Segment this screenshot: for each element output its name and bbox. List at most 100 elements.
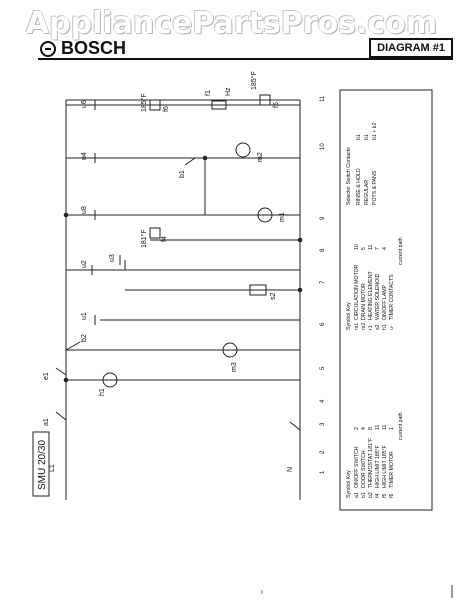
key2-name: ON/OFF LAMP (382, 284, 388, 320)
path-number: 1 (320, 470, 326, 474)
selector-mode: RINSE & HOLD (356, 168, 362, 205)
key2-path: 5 (361, 247, 367, 250)
path-number: 11 (320, 95, 326, 102)
path-number: 4 (320, 399, 326, 403)
selector-key-rows: RINSE & HOLD b1 REGULAR b1 POTS & PANS b… (356, 122, 378, 205)
label-u1: u1 (81, 312, 88, 320)
key2-code: m2 (361, 323, 367, 330)
key2-name: DRAIN MOTOR (361, 283, 367, 320)
label-h1: h1 (99, 388, 106, 396)
junction-dot (202, 155, 208, 161)
watermark: AppliancePartsPros.com (25, 6, 438, 41)
key1-path: 8 (368, 427, 374, 430)
selector-contacts: b1 + b2 (372, 122, 378, 140)
key1-path: 2 (354, 427, 360, 430)
label-f5: f5 (273, 102, 280, 108)
key2-code: r1 (368, 325, 374, 330)
brand-name: BOSCH (61, 38, 127, 58)
solenoid-s2-symbol (249, 284, 267, 296)
diagram-label: DIAGRAM #1 (369, 38, 453, 58)
key2-name: CIRCULATION MOTOR (354, 264, 360, 320)
selector-mode: POTS & PANS (372, 170, 378, 205)
lamp-h1-symbol (102, 372, 118, 388)
label-s2: s2 (270, 293, 277, 301)
junction-dot (63, 212, 69, 218)
key2-path: 4 (382, 247, 388, 250)
key2-path: 7 (375, 247, 381, 250)
symbol-key-2-footer: current path (398, 237, 404, 265)
label-e1: e1 (43, 372, 50, 380)
model-label: SMU 20/30 (37, 440, 48, 490)
path-number: 5 (320, 366, 326, 370)
n-switch-blade (289, 421, 301, 431)
label-a1: a1 (43, 418, 50, 426)
label-n: N (287, 467, 294, 472)
label-u4: u4 (81, 152, 88, 160)
label-f1: f1 (205, 90, 212, 96)
key1-path: 11 (375, 425, 381, 430)
key1-name: DOOR SWITCH (361, 450, 367, 488)
header-rule (38, 58, 453, 60)
path-number: 10 (320, 143, 326, 150)
label-u2: u2 (81, 260, 88, 268)
key1-code: f6 (389, 494, 395, 498)
limit-f5-symbol (259, 94, 271, 106)
key1-name: THERMOSTAT 181°F (368, 438, 374, 488)
symbol-key-1-title: Symbol Key (346, 470, 352, 498)
key1-name: TIMER MOTOR (389, 451, 395, 488)
label-m2: m2 (257, 152, 264, 162)
key1-code: f5 (382, 494, 388, 498)
path-number: 7 (320, 280, 326, 284)
path-number: 9 (320, 216, 326, 220)
path-number: 8 (320, 248, 326, 252)
thermostat-f4-symbol (149, 227, 161, 239)
label-b2: b2 (81, 334, 88, 342)
path-number: 3 (320, 422, 326, 426)
current-path-numbers: 1 2 3 4 5 6 7 8 9 10 11 (320, 95, 326, 474)
label-u3: u3 (109, 254, 116, 262)
label-f4: f4 (161, 236, 168, 242)
label-m3: m3 (231, 362, 238, 372)
label-m1: m1 (279, 212, 286, 222)
selector-contacts: b1 (356, 134, 362, 140)
key2-code: s2 (375, 324, 381, 330)
key1-code: b2 (368, 492, 374, 498)
label-l1: L1 (49, 464, 56, 472)
key2-code: m1 (354, 323, 360, 330)
key1-name: HIGH LIMIT 185°F (375, 445, 381, 488)
key1-path: 4 (361, 427, 367, 430)
label-f6-temp: 185°F (140, 93, 148, 112)
motor-m1-symbol (257, 207, 273, 223)
brand-logo: BOSCH (40, 38, 126, 59)
label-hz: Hz (225, 87, 232, 96)
symbol-key-1-footer: current path (398, 412, 404, 440)
symbol-key-frame (339, 89, 433, 511)
selector-key-title: Selector Switch Contacts (346, 147, 352, 205)
selector-contacts: b1 (364, 134, 370, 140)
symbol-key-2-rows: m1 CIRCULATION MOTOR 10 m2 DRAIN MOTOR 5… (354, 244, 395, 330)
path-number: 6 (320, 322, 326, 326)
junction-dot (63, 377, 69, 383)
key1-name: HIGH LIMIT 185°F (382, 445, 388, 488)
key2-path: 10 (354, 244, 360, 250)
model-box (32, 431, 50, 497)
key1-path: 1 (389, 427, 395, 430)
b2-switch-blade (65, 341, 81, 351)
key2-name: WATER SOLENOID (375, 273, 381, 320)
label-f6: f6 (163, 106, 170, 112)
heater-r1-symbol (211, 100, 227, 110)
key2-code: h1 (382, 324, 388, 330)
path-number: 2 (320, 450, 326, 454)
symbol-key-2-title: Symbol Key (346, 302, 352, 330)
limit-f6-symbol (149, 99, 161, 111)
junction-dot (297, 237, 303, 243)
b1-switch-blade (184, 157, 196, 166)
label-u8: u8 (81, 206, 88, 214)
symbol-key-1-rows: a1 ON/OFF SWITCH 2 b1 DOOR SWITCH 4 b2 T… (354, 425, 395, 498)
key1-code: f4 (375, 494, 381, 498)
key1-path: 11 (382, 425, 388, 430)
key1-name: ON/OFF SWITCH (354, 446, 360, 488)
motor-m2-symbol (235, 142, 251, 158)
label-u6: u6 (81, 100, 88, 108)
